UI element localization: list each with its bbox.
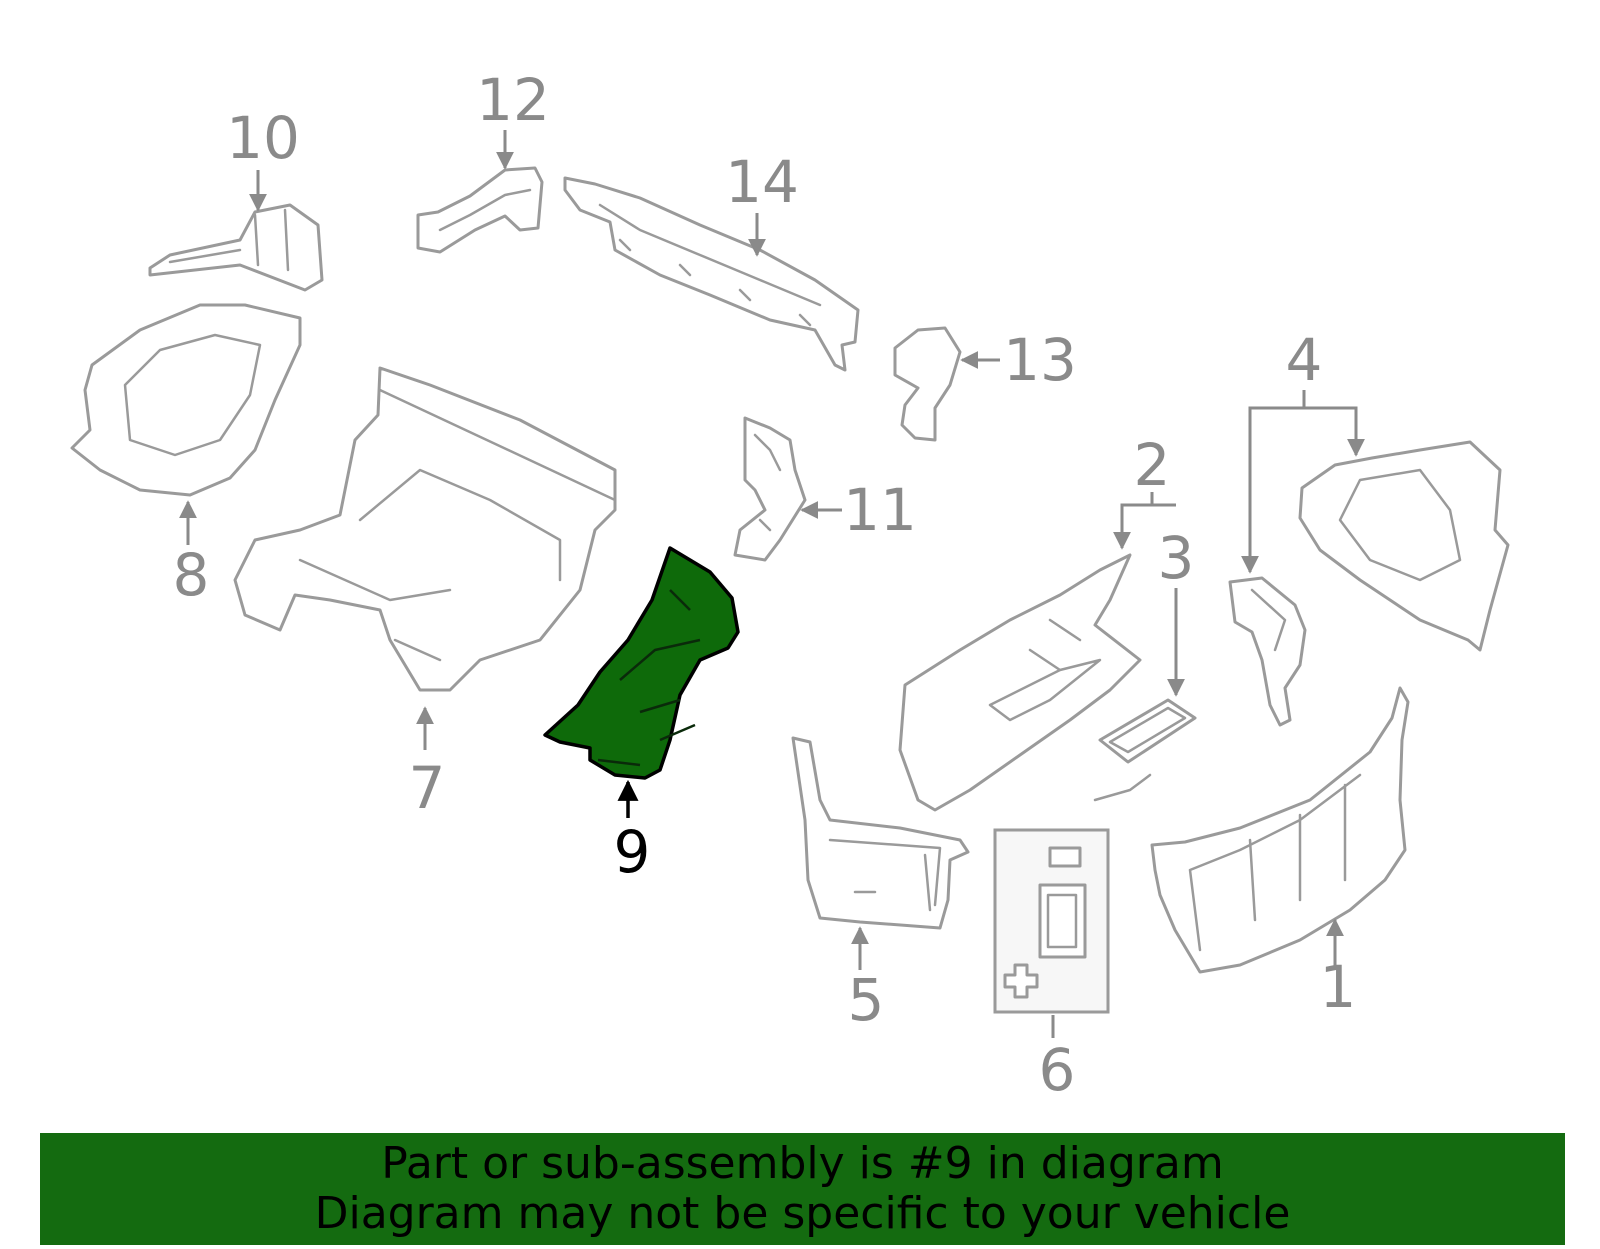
part-8-panel: [70, 303, 302, 497]
parts-diagram: 10 12 14 13 8 7: [70, 66, 1510, 1104]
part-4-right-panel: [1298, 440, 1510, 652]
part-13-duct: [893, 326, 962, 442]
part-14-crossmember: [563, 176, 860, 372]
callout-11: 11: [800, 476, 917, 544]
svg-text:10: 10: [226, 104, 300, 172]
part-7-tray: [233, 366, 617, 692]
part-3-pad: [1093, 698, 1197, 802]
svg-text:8: 8: [173, 541, 210, 609]
svg-text:1: 1: [1320, 953, 1357, 1021]
banner-line-1: Part or sub-assembly is #9 in diagram: [381, 1138, 1224, 1189]
part-12-duct: [416, 166, 544, 254]
svg-text:13: 13: [1003, 326, 1077, 394]
svg-text:9: 9: [614, 818, 651, 886]
part-10-bracket: [148, 203, 324, 292]
svg-text:11: 11: [843, 476, 917, 544]
part-4-left-panel: [1228, 576, 1307, 727]
svg-text:3: 3: [1158, 524, 1195, 592]
callout-5: 5: [848, 926, 885, 1034]
svg-text:5: 5: [848, 966, 885, 1034]
callout-12: 12: [476, 66, 550, 170]
callout-10: 10: [226, 104, 300, 212]
svg-text:12: 12: [476, 66, 550, 134]
part-9-highlighted: [543, 546, 740, 780]
callout-4: 4: [1241, 326, 1365, 574]
svg-text:2: 2: [1134, 431, 1171, 499]
part-1-panel: [1150, 686, 1410, 974]
part-11-bracket: [733, 416, 807, 562]
part-6-inset: [993, 828, 1110, 1014]
callout-14: 14: [725, 148, 799, 257]
callout-8: 8: [173, 500, 210, 609]
banner-line-2: Diagram may not be specific to your vehi…: [314, 1188, 1291, 1239]
callout-2: 2: [1113, 431, 1176, 550]
svg-text:4: 4: [1286, 326, 1323, 394]
svg-text:7: 7: [409, 754, 446, 822]
callout-13: 13: [960, 326, 1077, 394]
callout-6: 6: [1039, 1015, 1076, 1104]
callout-3: 3: [1158, 524, 1195, 697]
info-banner: Part or sub-assembly is #9 in diagram Di…: [40, 1133, 1565, 1245]
callout-7: 7: [409, 706, 446, 822]
svg-text:14: 14: [725, 148, 799, 216]
part-2-panel: [898, 553, 1142, 812]
svg-text:6: 6: [1039, 1036, 1076, 1104]
part-5-panel: [791, 736, 970, 930]
callout-9: 9: [614, 779, 651, 886]
callout-1: 1: [1320, 918, 1357, 1021]
